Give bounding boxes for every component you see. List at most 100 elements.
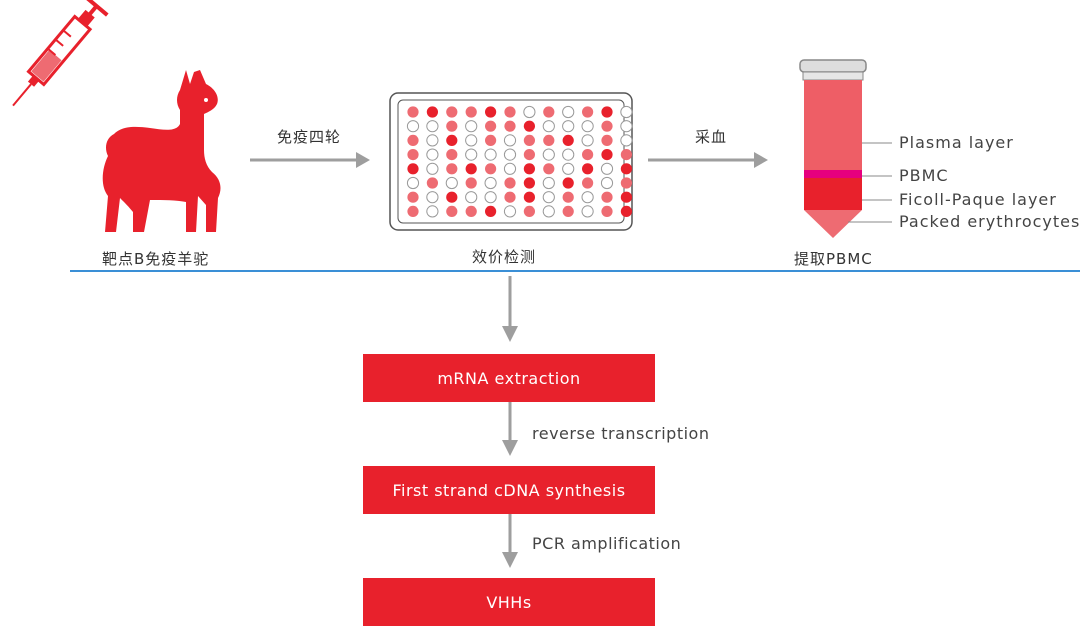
- plate-well: [407, 149, 419, 161]
- plate-well: [600, 176, 614, 190]
- plate-well: [562, 105, 575, 119]
- plate-well: [407, 106, 419, 118]
- plate-well: [465, 163, 477, 175]
- syringe-icon: [12, 0, 109, 107]
- plate-well: [562, 162, 575, 175]
- plate-well: [562, 177, 574, 189]
- plate-well: [407, 163, 419, 175]
- step-first-strand-cdna: First strand cDNA synthesis: [363, 466, 655, 514]
- plate-well: [542, 148, 555, 161]
- plate-well: [581, 120, 594, 133]
- plate-well: [581, 191, 594, 204]
- ficoll-layer: [804, 178, 862, 210]
- plate-well: [426, 162, 439, 175]
- plate-well: [484, 191, 497, 204]
- plate-well: [542, 191, 555, 204]
- plate-well: [600, 162, 614, 175]
- step-mrna-extraction: mRNA extraction: [363, 354, 655, 402]
- plate-wells: [406, 105, 633, 218]
- plate-well: [543, 134, 555, 146]
- arrow1-label: 免疫四轮: [277, 128, 342, 146]
- plate-well: [504, 177, 516, 189]
- plate-well: [446, 120, 458, 132]
- plate-well: [601, 134, 613, 146]
- plate-well: [426, 106, 438, 118]
- plate-well: [582, 163, 594, 175]
- plate-well: [465, 134, 478, 147]
- plate-well: [446, 106, 458, 118]
- llama-caption: 靶点B免疫羊驼: [102, 250, 210, 268]
- plate-well: [523, 105, 536, 119]
- plate-well: [485, 163, 497, 175]
- plate-caption: 效价检测: [472, 248, 537, 266]
- plate-well: [465, 148, 478, 161]
- plate-well: [446, 205, 458, 217]
- plate-well: [542, 176, 555, 190]
- plate-well: [503, 148, 517, 161]
- plate-well: [465, 191, 478, 204]
- plate-well: [620, 177, 633, 189]
- plate-well: [465, 205, 477, 217]
- plate-well: [582, 106, 594, 118]
- arrow2-label: 采血: [695, 128, 728, 146]
- plate-well: [406, 120, 420, 133]
- plate-well: [446, 191, 458, 203]
- plate-well: [504, 191, 516, 203]
- plate-well: [543, 163, 555, 175]
- centrifuge-tube-icon: [799, 59, 867, 238]
- plate-well: [484, 176, 497, 190]
- plate-well: [543, 106, 555, 118]
- plate-well: [426, 134, 439, 147]
- plate-well: [465, 177, 477, 189]
- plate-well: [446, 149, 458, 161]
- plate-well: [582, 149, 594, 161]
- plate-well: [445, 176, 458, 190]
- plate-well: [562, 134, 574, 146]
- plate-well: [407, 191, 419, 203]
- plate-well: [562, 120, 575, 133]
- plate-well: [465, 106, 477, 118]
- plate-well: [407, 205, 419, 217]
- plate-well: [503, 134, 517, 147]
- plate-well: [562, 191, 574, 203]
- plate-well: [426, 205, 439, 218]
- plate-well: [620, 163, 633, 175]
- plate-well: [620, 134, 633, 147]
- plate-well: [601, 191, 613, 203]
- plate-well: [523, 120, 536, 132]
- plate-well: [620, 149, 633, 161]
- plate-well: [581, 134, 594, 147]
- label-ficoll-layer: Ficoll-Paque layer: [899, 190, 1057, 209]
- plate-well: [503, 162, 517, 175]
- plate-well: [484, 148, 497, 161]
- plate-well: [562, 205, 574, 217]
- plate-inner: [397, 99, 625, 224]
- plate-well: [523, 163, 536, 175]
- label-packed-erythrocytes: Packed erythrocytes: [899, 212, 1080, 231]
- plate-well: [601, 149, 613, 161]
- plate-well: [620, 205, 633, 217]
- plate-well: [485, 106, 497, 118]
- plate-well: [504, 106, 516, 118]
- plate-well: [406, 176, 420, 190]
- label-pbmc: PBMC: [899, 166, 949, 185]
- plate-well: [523, 149, 536, 161]
- pbmc-layer: [804, 170, 862, 178]
- plate-well: [581, 205, 594, 218]
- plate-well: [446, 134, 458, 146]
- plate-well: [446, 163, 458, 175]
- arrow-pcr-label: PCR amplification: [532, 534, 682, 553]
- plate-well: [601, 120, 613, 132]
- plate-well: [485, 205, 497, 217]
- erythrocyte-layer: [804, 210, 862, 238]
- plate-well: [426, 191, 439, 204]
- plate-well: [426, 120, 439, 133]
- plate-well: [485, 120, 497, 132]
- plate-well: [485, 134, 497, 146]
- llama-icon: [102, 70, 221, 232]
- plate-well: [542, 205, 555, 218]
- plate-well: [582, 177, 594, 189]
- plate-well: [523, 191, 536, 203]
- label-plasma-layer: Plasma layer: [899, 133, 1014, 152]
